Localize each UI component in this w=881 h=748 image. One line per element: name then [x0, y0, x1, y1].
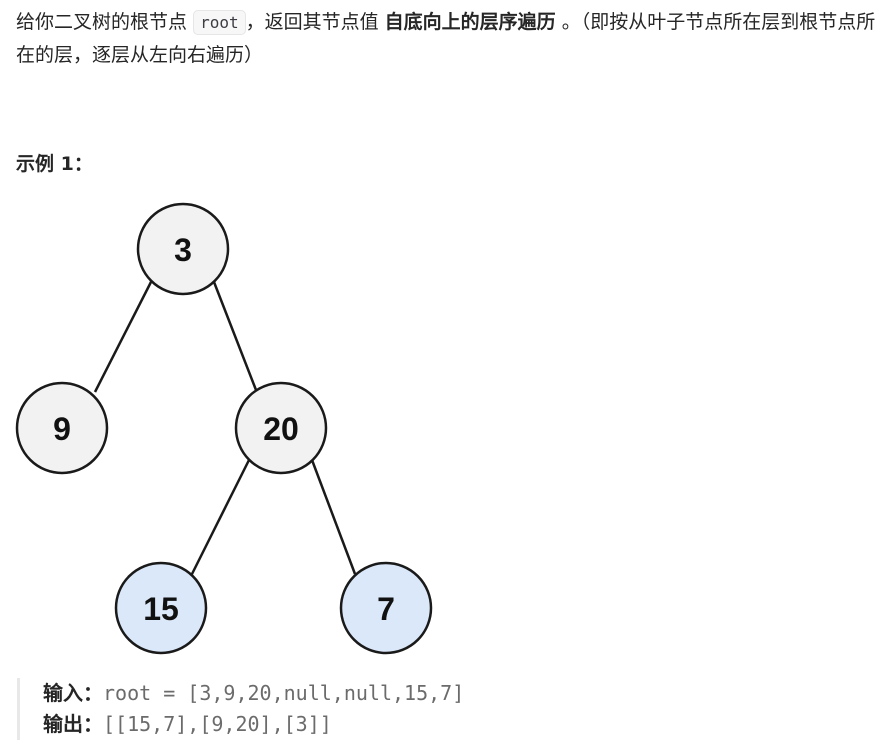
- tree-node-label-15: 15: [143, 591, 179, 627]
- description-text-3: 。（即按从叶子节点所在层到根节点所在的层，逐层从左向右遍历）: [16, 11, 876, 66]
- tree-node-label-3: 3: [174, 232, 192, 268]
- binary-tree-diagram: 3 9 20 15 7: [15, 202, 433, 655]
- tree-node-label-9: 9: [53, 411, 71, 447]
- inline-code-root: root: [193, 10, 246, 35]
- input-line: 输入：root = [3,9,20,null,null,15,7]: [43, 678, 464, 709]
- edge-3-9: [93, 279, 154, 393]
- output-line: 输出：[[15,7],[9,20],[3]]: [43, 709, 464, 740]
- tree-node-3: [136, 202, 230, 296]
- tree-node-9: [15, 381, 109, 475]
- output-value: [[15,7],[9,20],[3]]: [103, 712, 332, 736]
- tree-node-7: [339, 561, 433, 655]
- tree-node-15: [114, 561, 208, 655]
- edge-20-7: [310, 459, 357, 575]
- description-text-2: ，返回其节点值: [245, 11, 379, 33]
- tree-node-20: [234, 381, 328, 475]
- edge-20-15: [189, 459, 251, 577]
- example-io-block: 输入：root = [3,9,20,null,null,15,7] 输出：[[1…: [17, 678, 464, 740]
- input-label: 输入：: [43, 681, 103, 705]
- description-bold: 自底向上的层序遍历: [384, 11, 556, 33]
- tree-node-label-20: 20: [263, 411, 299, 447]
- tree-node-label-7: 7: [377, 591, 395, 627]
- problem-description: 给你二叉树的根节点 root，返回其节点值 自底向上的层序遍历 。（即按从叶子节…: [16, 6, 881, 71]
- output-label: 输出：: [43, 712, 103, 736]
- description-text-1: 给你二叉树的根节点: [16, 11, 188, 33]
- example-heading: 示例 1：: [16, 153, 93, 175]
- edge-3-20: [212, 281, 258, 391]
- input-value: root = [3,9,20,null,null,15,7]: [103, 681, 465, 705]
